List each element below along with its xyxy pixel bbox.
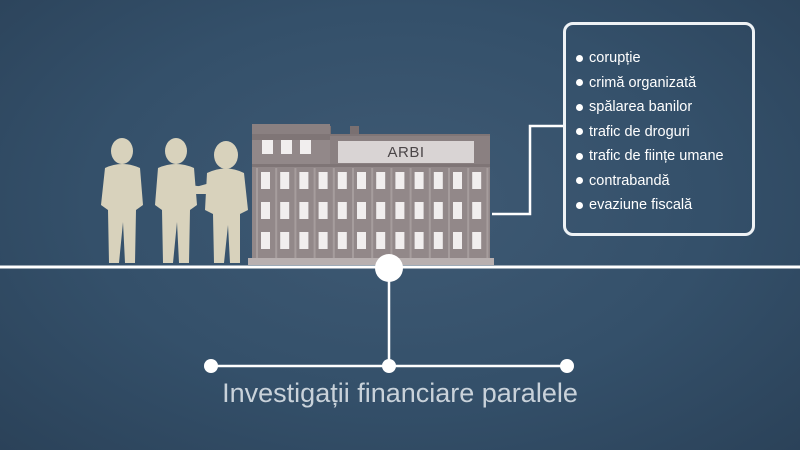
crime-item-human-trafficking: trafic de ființe umane <box>576 144 724 169</box>
building-window <box>395 172 405 189</box>
bullet-icon <box>576 201 583 209</box>
building-window <box>414 202 424 219</box>
building-window <box>261 172 270 189</box>
building-window <box>299 172 309 189</box>
building-pilaster <box>275 168 278 258</box>
building-pilaster <box>256 168 258 258</box>
building-pilaster <box>448 168 450 258</box>
building-window <box>280 202 290 219</box>
person-figure <box>155 138 212 263</box>
building-window <box>261 232 270 249</box>
bullet-icon <box>576 79 583 87</box>
bullet-icon <box>576 128 583 136</box>
building-window <box>318 172 328 189</box>
sub-timeline-node-left <box>204 359 218 373</box>
sub-timeline-node-right <box>560 359 574 373</box>
building-window <box>472 172 482 189</box>
building-box-connector <box>492 124 565 216</box>
bullet-icon <box>576 177 583 185</box>
building-window <box>433 172 443 189</box>
building-window <box>262 140 273 154</box>
crime-item-tax-evasion: evaziune fiscală <box>576 193 724 218</box>
building-name-label: ARBI <box>387 144 425 161</box>
bullet-icon <box>576 54 583 62</box>
building-window <box>453 232 462 249</box>
building-pilaster <box>467 168 470 258</box>
building-pilaster <box>486 168 489 258</box>
building-window <box>414 232 424 249</box>
building-window <box>433 232 443 249</box>
timeline-main-node <box>375 254 403 282</box>
bullet-icon <box>576 103 583 111</box>
building-window <box>318 202 328 219</box>
building-window <box>261 202 270 219</box>
crime-item-drug-trafficking: trafic de droguri <box>576 120 724 145</box>
people-group <box>101 138 248 263</box>
building-window <box>395 232 405 249</box>
building-pilaster <box>294 168 297 258</box>
person-figure <box>101 138 143 263</box>
crime-types-box: corupție crimă organizată spălarea banil… <box>563 22 755 236</box>
building-window <box>281 140 292 154</box>
building-pilaster <box>390 168 393 258</box>
building-window <box>280 232 290 249</box>
building-window <box>357 232 366 249</box>
crime-item-organized-crime: crimă organizată <box>576 71 724 96</box>
building-window <box>300 140 311 154</box>
building-window <box>433 202 443 219</box>
building-pilaster <box>428 168 431 258</box>
crime-item-smuggling: contrabandă <box>576 169 724 194</box>
arbi-building <box>248 124 494 265</box>
building-sign <box>338 141 474 163</box>
building-window <box>318 232 328 249</box>
building-window <box>453 172 462 189</box>
building-window <box>395 202 405 219</box>
building-window <box>472 232 482 249</box>
building-window <box>357 172 366 189</box>
crime-item-corruption: corupție <box>576 46 724 71</box>
building-window <box>357 202 366 219</box>
person-figure <box>192 141 248 263</box>
building-window <box>472 202 482 219</box>
caption-title: Investigații financiare paralele <box>222 378 578 408</box>
building-window <box>376 202 386 219</box>
crime-item-money-laundering: spălarea banilor <box>576 95 724 120</box>
building-pilaster <box>371 168 374 258</box>
building-pilaster <box>313 168 316 258</box>
sub-timeline-node-center <box>382 359 396 373</box>
building-window <box>337 232 347 249</box>
building-pilaster <box>352 168 354 258</box>
building-window <box>414 172 424 189</box>
building-window <box>337 202 347 219</box>
building-pilaster <box>409 168 412 258</box>
building-window <box>376 172 386 189</box>
building-window <box>280 172 290 189</box>
building-window <box>376 232 386 249</box>
building-window <box>453 202 462 219</box>
building-window <box>337 172 347 189</box>
building-window <box>299 232 309 249</box>
bullet-icon <box>576 152 583 160</box>
building-window <box>299 202 309 219</box>
crime-types-list: corupție crimă organizată spălarea banil… <box>576 46 724 218</box>
building-pilaster <box>332 168 335 258</box>
